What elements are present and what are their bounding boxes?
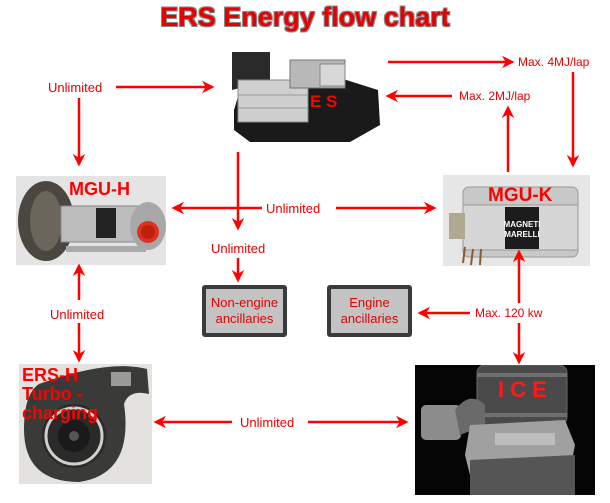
ers-h-label-line1: ERS-H (22, 365, 79, 385)
mgu-h-icon (18, 181, 166, 261)
svg-text:MARELLI: MARELLI (504, 230, 540, 239)
mgu-h-label: MGU-H (69, 179, 130, 199)
ice-label: I C E (498, 377, 547, 402)
ers-h-image: ERS-H Turbo - charging (19, 364, 152, 484)
svg-text:MAGNETI: MAGNETI (504, 220, 541, 229)
ice-image: I C E (415, 365, 595, 495)
mgu-k-icon: MAGNETI MARELLI (449, 186, 579, 266)
flow-label-ersh-ice: Unlimited (240, 415, 295, 430)
turbocharger-icon (24, 366, 149, 482)
flow-label-es-to-mguk: Max. 4MJ/lap (518, 55, 590, 69)
flow-label-mguh-to-es: Unlimited (48, 80, 103, 95)
ers-h-label-line2: Turbo - (22, 384, 83, 404)
ers-h-label-line3: charging (22, 403, 99, 423)
chart-title: ERS Energy flow chart (160, 2, 450, 32)
battery-pack-icon (232, 52, 380, 142)
es-image: E S (230, 50, 380, 142)
non-engine-ancillaries-box: Non-engine ancillaries (202, 285, 287, 337)
flow-label-mguh-mguk: Unlimited (266, 201, 321, 216)
es-label: E S (310, 92, 338, 111)
mgu-h-image: MGU-H (16, 176, 166, 265)
engine-icon (421, 365, 575, 495)
flow-label-to-non-engine: Unlimited (211, 241, 266, 256)
flow-label-mguh-ersh: Unlimited (50, 307, 105, 322)
mgu-k-label: MGU-K (488, 185, 553, 206)
non-engine-line1: Non-engine (210, 295, 279, 310)
non-engine-line2: ancillaries (215, 311, 274, 326)
engine-ancillaries-box: Engine ancillaries (327, 285, 412, 337)
engine-line2: ancillaries (340, 311, 399, 326)
ers-h-label: ERS-H Turbo - charging (22, 366, 98, 423)
flow-label-ice-engine-anc: Max. 120 kw (475, 306, 543, 320)
engine-line1: Engine (349, 295, 390, 310)
flow-label-mguk-to-es: Max. 2MJ/lap (459, 89, 531, 103)
